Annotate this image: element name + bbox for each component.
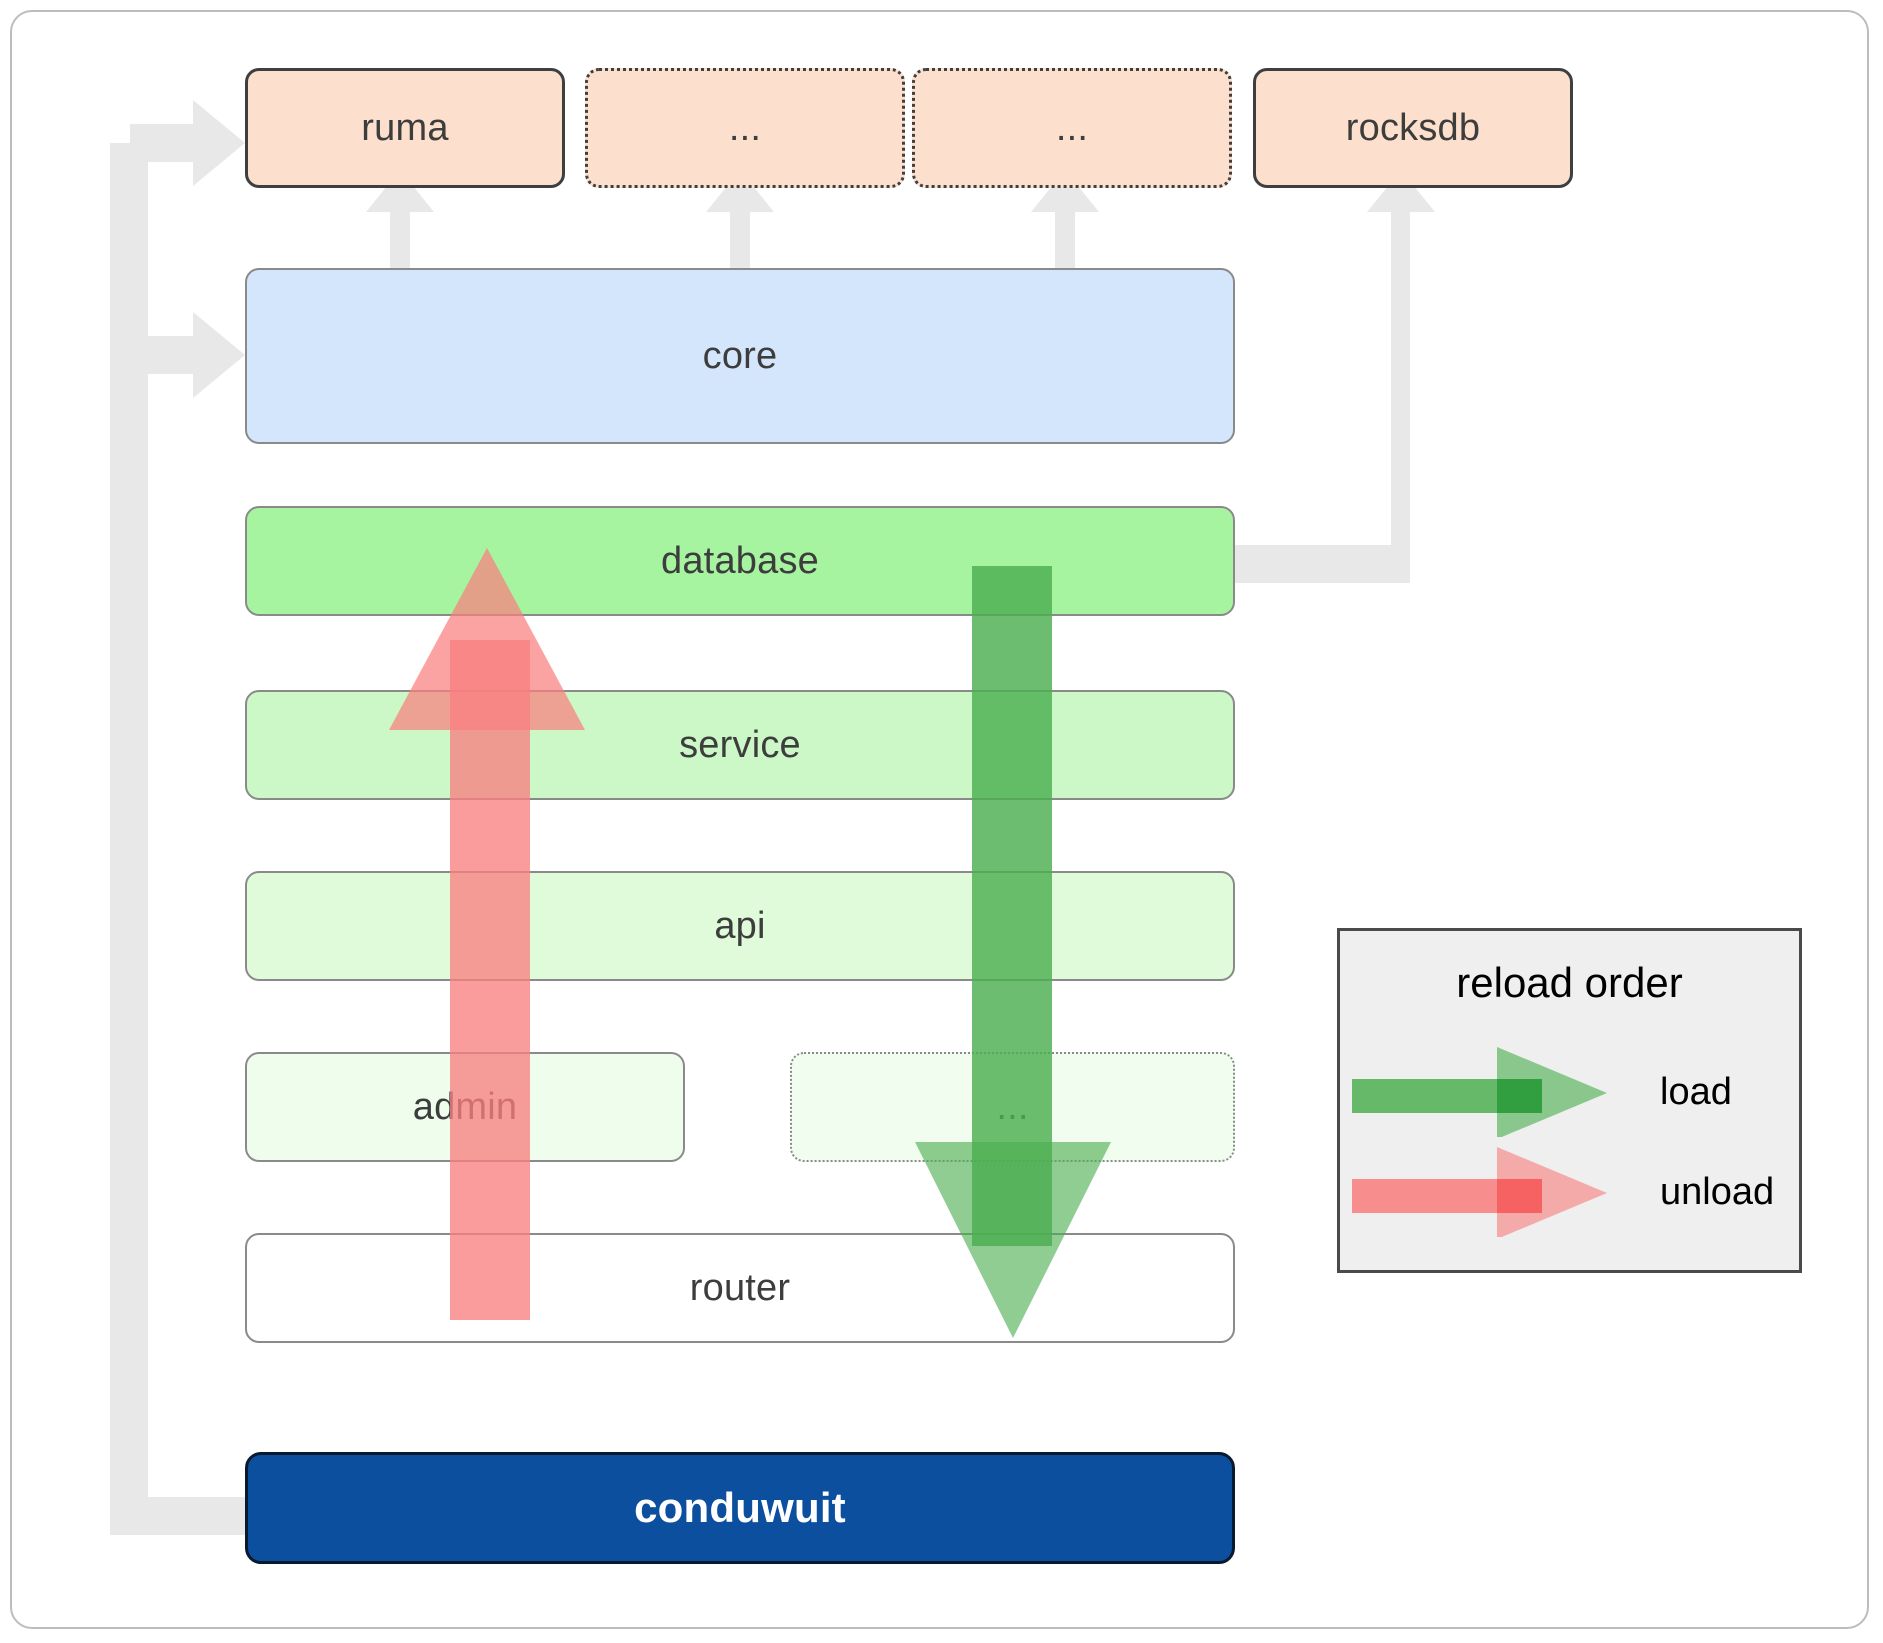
layer-label: admin	[412, 1085, 518, 1128]
dependency-label: ruma	[361, 106, 449, 149]
layer-node-database[interactable]: database	[245, 506, 1235, 616]
application-label: conduwuit	[634, 1484, 846, 1531]
application-node-conduwuit[interactable]: conduwuit	[245, 1452, 1235, 1564]
layer-label: service	[679, 723, 801, 766]
diagram-frame	[10, 10, 1869, 1629]
legend-item-load: load	[1340, 1047, 1805, 1137]
layer-label: router	[689, 1266, 791, 1309]
legend-panel: reload order load unload	[1337, 928, 1802, 1273]
legend-unload-label: unload	[1660, 1170, 1775, 1213]
layer-label: database	[661, 539, 819, 582]
legend-item-unload: unload	[1340, 1147, 1805, 1237]
legend-load-arrow-icon	[1352, 1047, 1607, 1137]
dependency-node-rocksdb[interactable]: rocksdb	[1253, 68, 1573, 188]
layer-label: core	[702, 334, 778, 377]
layer-node-api[interactable]: api	[245, 871, 1235, 981]
dependency-node-ellipsis-2[interactable]: ...	[912, 68, 1232, 188]
legend-title: reload order	[1456, 959, 1683, 1006]
dependency-label: ...	[1055, 106, 1089, 149]
layer-label: api	[714, 904, 766, 947]
dependency-label: rocksdb	[1345, 106, 1481, 149]
layer-node-router[interactable]: router	[245, 1233, 1235, 1343]
dependency-node-ellipsis-1[interactable]: ...	[585, 68, 905, 188]
layer-node-admin[interactable]: admin	[245, 1052, 685, 1162]
legend-load-label: load	[1660, 1070, 1732, 1113]
layer-node-service[interactable]: service	[245, 690, 1235, 800]
layer-node-core[interactable]: core	[245, 268, 1235, 444]
layer-node-ellipsis[interactable]: ...	[790, 1052, 1235, 1162]
layer-label: ...	[996, 1085, 1029, 1128]
legend-unload-arrow-icon	[1352, 1147, 1607, 1237]
dependency-label: ...	[728, 106, 762, 149]
dependency-node-ruma[interactable]: ruma	[245, 68, 565, 188]
